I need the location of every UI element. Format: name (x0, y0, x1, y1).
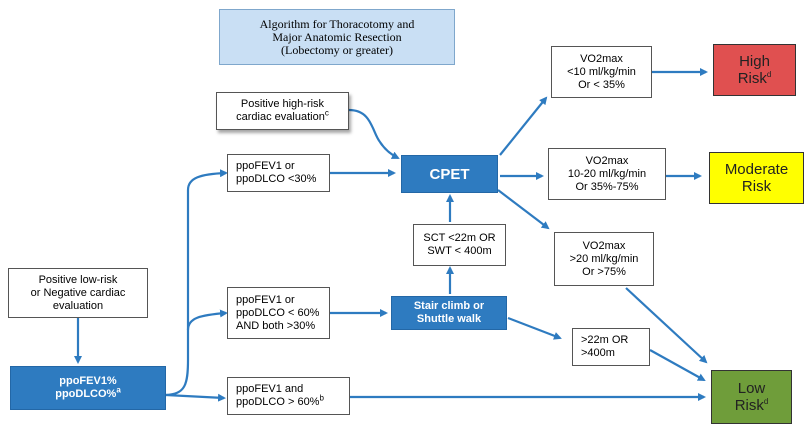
moderate-risk-line-2: Risk (741, 178, 772, 195)
moderate-risk-box: Moderate Risk (709, 152, 804, 204)
lt30-line-2: ppoDLCO <30% (236, 173, 317, 185)
gt22-box: >22m OR >400m (572, 328, 650, 366)
lt30-box: ppoFEV1 or ppoDLCO <30% (227, 154, 330, 192)
low-risk-line-2: Riskd (735, 397, 769, 414)
arrow-cpet-to-vo2-high (499, 96, 548, 156)
gt22-line-2: >400m (581, 347, 615, 359)
sct-line-2: SWT < 400m (427, 245, 492, 257)
title-line-3: (Lobectomy or greater) (281, 42, 393, 57)
vo2-low-line-1: VO2max (582, 239, 626, 252)
input-line-1: ppoFEV1% (59, 375, 117, 387)
gt60-line-2: ppoDLCO > 60%b (236, 393, 324, 409)
arrow-input-to-gt60 (165, 393, 226, 402)
input-sup: a (116, 385, 121, 395)
vo2-mod-line-3: Or 35%-75% (575, 180, 639, 193)
lt30-line-1: ppoFEV1 or (236, 160, 295, 172)
vo2-low-line-3: Or >75% (582, 265, 626, 278)
vo2-moderate-box: VO2max 10-20 ml/kg/min Or 35%-75% (548, 148, 666, 200)
vo2-low-line-2: >20 ml/kg/min (569, 252, 639, 265)
sct-line-1: SCT <22m OR (423, 232, 496, 244)
vo2-low-box: VO2max >20 ml/kg/min Or >75% (554, 232, 654, 286)
high-risk-line-2: Riskd (738, 70, 772, 87)
vo2-high-line-3: Or < 35% (578, 78, 625, 91)
vo2-high-box: VO2max <10 ml/kg/min Or < 35% (551, 46, 652, 98)
mid-line-1: ppoFEV1 or (236, 293, 295, 306)
low-risk-eval-line-2: or Negative cardiac (30, 286, 126, 299)
gt22-line-1: >22m OR (581, 334, 629, 346)
arrow-gt22-to-low (649, 349, 706, 381)
cpet-box: CPET (401, 155, 498, 193)
arrow-cardiac-to-cpet (348, 108, 400, 159)
gt60-box: ppoFEV1 and ppoDLCO > 60%b (227, 377, 350, 415)
vo2-mod-line-1: VO2max (585, 154, 629, 167)
stair-climb-box: Stair climb or Shuttle walk (391, 296, 507, 330)
high-risk-eval-line-1: Positive high-risk (240, 98, 325, 110)
low-risk-line-1: Low (737, 380, 766, 397)
mid-line-2: ppoDLCO < 60% (236, 306, 320, 319)
high-risk-text: Risk (737, 70, 767, 87)
low-risk-eval-line-3: evaluation (52, 299, 104, 312)
arrow-vo2-low-to-low (625, 287, 708, 364)
high-risk-eval-line-2: cardiac evaluationc (236, 108, 329, 124)
high-risk-eval-sup: c (324, 108, 329, 118)
mid-box: ppoFEV1 or ppoDLCO < 60% AND both >30% (227, 287, 330, 339)
cpet-label: CPET (429, 165, 470, 183)
low-risk-text: Risk (734, 397, 764, 414)
positive-high-risk-box: Positive high-risk cardiac evaluationc (216, 92, 349, 130)
moderate-risk-line-1: Moderate (724, 161, 789, 178)
high-risk-box: High Riskd (713, 44, 796, 96)
low-risk-sup: d (763, 397, 769, 406)
low-risk-eval-line-1: Positive low-risk (38, 273, 118, 286)
positive-low-risk-box: Positive low-risk or Negative cardiac ev… (8, 268, 148, 318)
stair-line-1: Stair climb or (413, 300, 485, 312)
gt60-sup: b (319, 393, 324, 403)
arrow-cpet-to-vo2-low (497, 189, 550, 230)
high-risk-sup: d (766, 70, 772, 79)
low-risk-box: Low Riskd (711, 370, 792, 424)
arrow-input-to-mid (186, 309, 228, 331)
sct-box: SCT <22m OR SWT < 400m (413, 224, 506, 266)
mid-line-3: AND both >30% (236, 319, 316, 332)
input-line-2-text: ppoDLCO% (55, 388, 117, 400)
vo2-mod-line-2: 10-20 ml/kg/min (567, 167, 647, 180)
arrow-input-to-lt30 (165, 169, 228, 397)
gt60-line-1: ppoFEV1 and (236, 383, 304, 395)
title-box: Algorithm for Thoracotomy and Major Anat… (219, 9, 455, 65)
vo2-high-line-1: VO2max (580, 52, 623, 65)
vo2-high-line-2: <10 ml/kg/min (567, 65, 636, 78)
stair-line-2: Shuttle walk (416, 313, 482, 325)
title-line-2: Major Anatomic Resection (272, 29, 402, 44)
ppofev1-input-box: ppoFEV1% ppoDLCO%a (10, 366, 166, 410)
title-line-1: Algorithm for Thoracotomy and (259, 16, 415, 31)
high-risk-eval-text: cardiac evaluation (236, 111, 325, 123)
arrow-stair-to-gt22 (507, 316, 562, 340)
input-line-2: ppoDLCO%a (55, 385, 121, 401)
gt60-line-2-text: ppoDLCO > 60% (236, 396, 320, 408)
high-risk-line-1: High (739, 53, 770, 70)
